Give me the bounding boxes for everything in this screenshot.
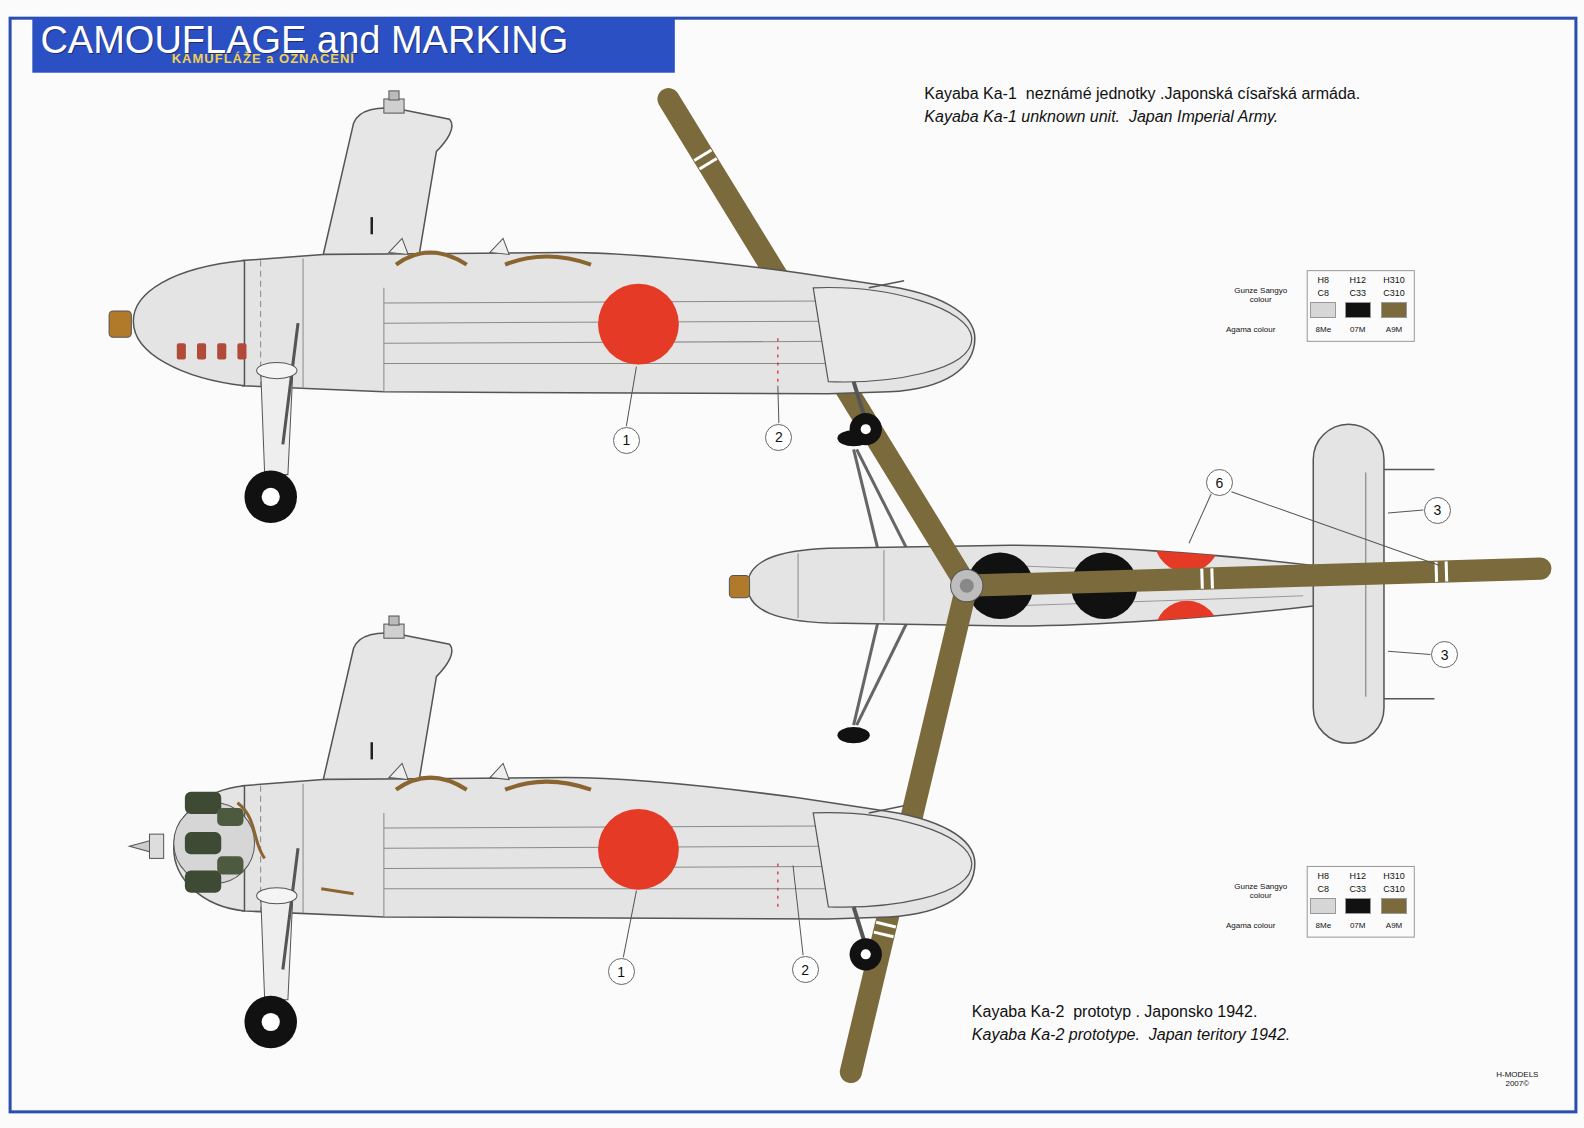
rotor-blades	[660, 94, 1541, 1074]
color-swatch	[1310, 898, 1336, 914]
callout-text: 3	[1434, 503, 1442, 517]
table-cell: C33	[1342, 288, 1374, 298]
callout-number: 1	[608, 958, 635, 985]
table-cell: C310	[1378, 884, 1410, 894]
color-swatch	[1381, 302, 1407, 318]
ka2-side-view	[129, 616, 975, 1048]
color-swatch	[1381, 898, 1407, 914]
callout-number: 3	[1424, 497, 1451, 524]
table-cell: 07M	[1342, 325, 1374, 334]
legend-text: H8	[1307, 275, 1339, 285]
callout-text: 2	[775, 430, 783, 444]
table-cell: C33	[1342, 884, 1374, 894]
table-cell: 8Me	[1307, 921, 1339, 930]
caption-text: Kayaba Ka-2 prototyp . Japonsko 1942.	[972, 1003, 1258, 1021]
callout-text: 3	[1441, 648, 1449, 662]
callout-number: 2	[765, 424, 792, 451]
table-cell: Agama colour	[1215, 921, 1286, 930]
callout-text: 1	[622, 433, 630, 447]
color-swatch	[1345, 898, 1371, 914]
caption-text: Kayaba Ka-1 neznámé jednotky .Japonská c…	[924, 85, 1360, 103]
table-cell: A9M	[1378, 921, 1410, 930]
colour-table	[1307, 271, 1414, 937]
color-swatch	[1310, 302, 1336, 318]
caption-text: Kayaba Ka-1 unknown unit. Japan Imperial…	[924, 108, 1278, 126]
table-cell: C310	[1378, 288, 1410, 298]
caption-text: Kayaba Ka-2 prototype. Japan teritory 19…	[972, 1026, 1290, 1044]
callout-number: 6	[1206, 469, 1233, 496]
table-cell: A9M	[1378, 325, 1410, 334]
legend-text: H12	[1342, 871, 1374, 881]
color-swatch	[1345, 302, 1371, 318]
copyright-note: H-MODELS 2007©	[1493, 1070, 1541, 1088]
table-cell: C8	[1307, 288, 1339, 298]
table-cell: Agama colour	[1215, 325, 1286, 334]
callout-text: 6	[1215, 476, 1223, 490]
table-cell: Gunze Sangyo colour	[1231, 286, 1290, 304]
table-cell: C8	[1307, 884, 1339, 894]
ka1-side-view	[109, 91, 975, 523]
subtitle-text: KAMUFLÁŽE a OZNAČENÍ	[172, 52, 355, 67]
table-cell: Gunze Sangyo colour	[1231, 882, 1290, 900]
legend-text: H310	[1378, 275, 1410, 285]
callout-text: 1	[617, 965, 625, 979]
callout-number: 1	[613, 427, 640, 454]
callout-number: 3	[1431, 641, 1458, 668]
leader-lines	[623, 367, 1439, 958]
legend-text: H12	[1342, 275, 1374, 285]
callout-text: 2	[801, 963, 809, 977]
table-cell: 8Me	[1307, 325, 1339, 334]
legend-text: H8	[1307, 871, 1339, 881]
legend-text: H310	[1378, 871, 1410, 881]
table-cell: 07M	[1342, 921, 1374, 930]
callout-number: 2	[792, 956, 819, 983]
